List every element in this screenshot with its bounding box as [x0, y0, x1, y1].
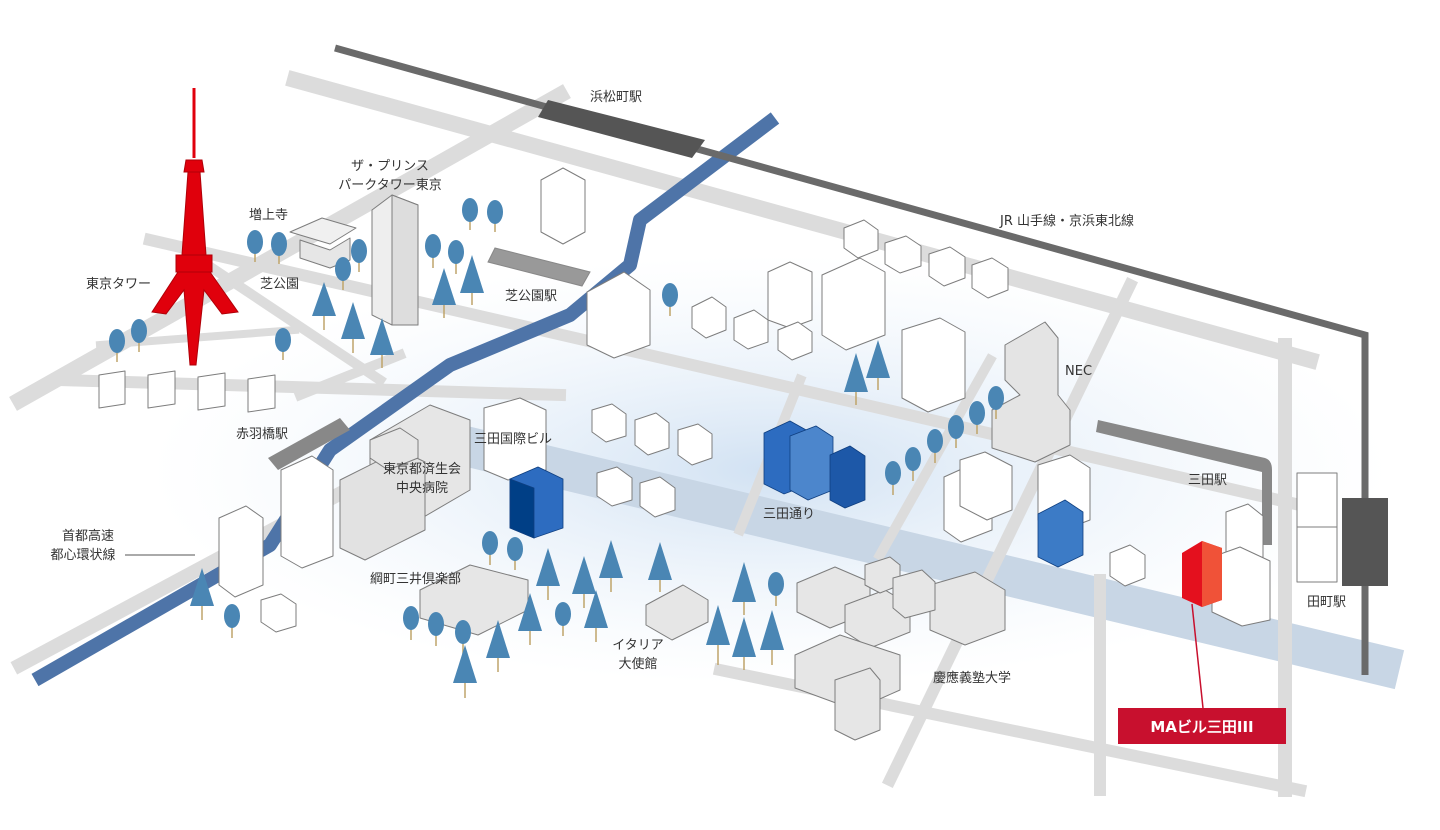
- akabanebashi-station-label: 赤羽橋駅: [236, 427, 289, 442]
- shibakoen-platform: [487, 247, 591, 287]
- mita-dori-label: 三田通り: [763, 507, 816, 522]
- trees: [109, 198, 1004, 698]
- tsunamachi-club-label: 綱町三井倶楽部: [370, 572, 462, 587]
- shiba-park-label: 芝公園: [260, 277, 300, 292]
- prince-tower-label-line2: パークタワー東京: [338, 178, 442, 193]
- hamamatsucho-platform: [538, 100, 705, 158]
- shuto-expressway-label-line2: 都心環状線: [50, 548, 116, 563]
- saiseikai-hospital-label-line2: 中央病院: [395, 481, 448, 496]
- mita-kokusai-building-label: 三田国際ビル: [474, 432, 553, 447]
- target-building: [1182, 541, 1222, 709]
- streets: [9, 70, 1405, 798]
- shibakoen-station-label: 芝公園駅: [505, 289, 558, 304]
- nec-building: [991, 321, 1071, 463]
- keio-university-label: 慶應義塾大学: [933, 671, 1012, 686]
- buildings: [98, 167, 1338, 741]
- tokyo-tower: [151, 88, 239, 366]
- tamachi-platform: [1342, 498, 1388, 586]
- tamachi-station-label: 田町駅: [1307, 595, 1347, 610]
- saiseikai-hospital-label-line1: 東京都済生会: [382, 462, 461, 477]
- shuto-expressway-label-line1: 首都高速: [61, 529, 114, 544]
- mita-platform: [1096, 420, 1272, 545]
- hamamatsucho-station-label: 浜松町駅: [590, 90, 643, 105]
- italy-embassy-label-line1: イタリア: [612, 638, 664, 653]
- blue-buildings: [509, 420, 1084, 568]
- italy-embassy-label-line2: 大使館: [618, 657, 658, 672]
- tokyo-tower-label: 東京タワー: [86, 277, 152, 292]
- expressway-line: [31, 112, 780, 687]
- jr-line-label: JR 山手線・京浜東北線: [1000, 214, 1134, 229]
- prince-tower-label-line1: ザ・プリンス: [351, 159, 429, 174]
- target-building-label: MAビル三田III: [1118, 708, 1286, 744]
- nec-label: NEC: [1065, 364, 1093, 379]
- mita-station-label: 三田駅: [1188, 473, 1228, 488]
- zojoji-label: 増上寺: [249, 208, 289, 223]
- akabanebashi-platform: [268, 418, 350, 470]
